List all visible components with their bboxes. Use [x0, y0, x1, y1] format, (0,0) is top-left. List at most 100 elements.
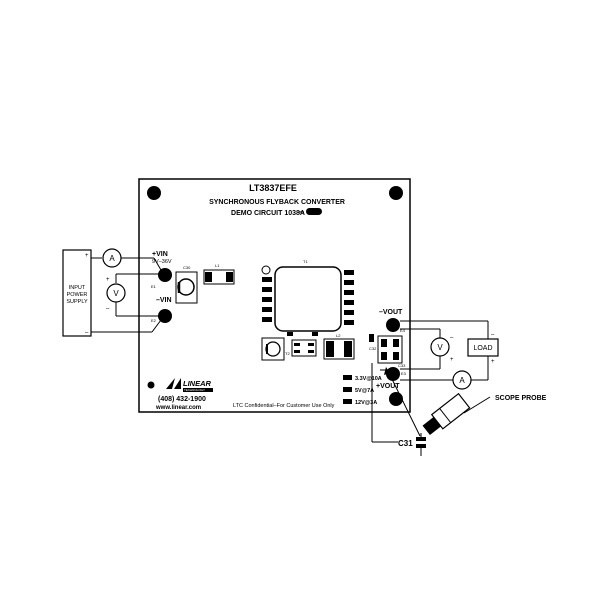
output-option: 5V@7A — [355, 388, 374, 394]
c33-pad — [381, 352, 387, 360]
option-marker — [343, 375, 352, 380]
c6-capacitor — [261, 337, 285, 361]
t2-pad — [308, 343, 314, 346]
output-voltmeter — [430, 337, 450, 357]
l2-pad-left — [326, 341, 334, 357]
neg-vout-terminal — [386, 318, 400, 332]
t1-pin — [344, 310, 354, 315]
output-ammeter — [452, 370, 472, 390]
output-load-plus: + — [491, 359, 495, 365]
wire — [151, 319, 162, 333]
probe-body-ring — [439, 408, 452, 423]
c31-capacitor-top — [416, 437, 426, 441]
scope-probe — [384, 367, 491, 437]
output-voltmeter-plus: + — [450, 357, 454, 363]
e1-label: E1 — [151, 284, 157, 289]
input-voltmeter-symbol: V — [113, 289, 119, 298]
t1-pin — [262, 277, 272, 282]
pos-vout-terminal — [386, 367, 400, 381]
supply-label-line: POWER — [67, 292, 88, 298]
t1-pin — [344, 320, 354, 325]
board-demo-circuit: DEMO CIRCUIT 1038A — [231, 210, 305, 217]
input-voltmeter-minus: – — [106, 306, 110, 312]
logo-text: LINEAR — [183, 379, 212, 388]
t2-pad — [308, 350, 314, 353]
output-load — [467, 338, 499, 357]
output-load-minus: – — [491, 332, 495, 338]
t1-pin — [262, 317, 272, 322]
probe-tip-arrow — [384, 367, 390, 375]
t1-transformer-body — [274, 266, 342, 332]
website: www.linear.com — [155, 405, 201, 411]
e3-label: E3 — [401, 371, 407, 376]
c30-label: C30 — [183, 265, 191, 270]
input-power-supply — [62, 249, 92, 337]
logo-mark — [166, 378, 181, 389]
l2-label: L2 — [336, 333, 341, 338]
board-subtitle: SYNCHRONOUS FLYBACK CONVERTER — [209, 199, 345, 206]
mounting-hole-bottom-right — [389, 392, 403, 406]
t1-pin — [262, 287, 272, 292]
wire — [153, 257, 162, 271]
output-load-label: LOAD — [473, 345, 492, 352]
neg-vin-label: –VIN — [156, 297, 172, 304]
t2-pad — [294, 350, 300, 353]
mounting-hole-top-left — [147, 186, 161, 200]
probe-body — [430, 392, 471, 430]
output-voltmeter-minus: – — [450, 335, 454, 341]
neg-vin-terminal — [158, 309, 172, 323]
t1-pin — [344, 270, 354, 275]
l1-pad-right — [226, 272, 233, 282]
t2-transformer — [291, 339, 317, 357]
c32-pad — [369, 334, 374, 342]
t1-right-pins — [344, 270, 354, 325]
t1-pin — [262, 297, 272, 302]
t1-pin — [262, 307, 272, 312]
input-ammeter — [102, 248, 122, 268]
c33-pad — [393, 352, 399, 360]
l2-pad-right — [344, 341, 352, 357]
vin-terminal — [158, 268, 172, 282]
phone-number: (408) 432-1900 — [158, 396, 206, 403]
e2-label: E2 — [151, 318, 157, 323]
t1-pin1-dot — [261, 265, 271, 275]
supply-plus: + — [85, 253, 89, 259]
c33-label: C33 — [398, 363, 406, 368]
demo-circuit-marker — [306, 208, 322, 215]
t1-pin — [344, 280, 354, 285]
t1-pin — [344, 290, 354, 295]
logo-subtext: TECHNOLOGY — [184, 388, 205, 392]
probe-tip — [387, 370, 421, 437]
board-part-number: LT3837EFE — [249, 183, 297, 193]
pos-vout-label: +VOUT — [376, 383, 400, 390]
t1-bottom-pad — [287, 332, 293, 336]
output-voltmeter-symbol: V — [437, 343, 443, 352]
option-marker — [343, 399, 352, 404]
neg-vout-label: –VOUT — [379, 309, 403, 316]
supply-label-line: SUPPLY — [66, 299, 88, 305]
supply-label-line: INPUT — [69, 285, 86, 291]
logo-underline — [183, 388, 213, 392]
output-wiring — [371, 320, 489, 443]
t1-pin — [344, 300, 354, 305]
linear-technology-logo: LINEAR TECHNOLOGY — [166, 378, 213, 392]
e4-label: E4 — [400, 328, 406, 333]
probe-callout — [463, 396, 491, 414]
option-marker — [343, 387, 352, 392]
supply-minus: – — [85, 330, 89, 336]
c33-pad — [393, 339, 399, 347]
scope-probe-label: SCOPE PROBE — [495, 395, 547, 402]
t2-label: T2 — [285, 351, 290, 356]
input-wiring — [91, 257, 162, 333]
c32-label: C32 — [369, 346, 377, 351]
t2-pad — [294, 343, 300, 346]
output-option: 3.3V@10A — [355, 376, 382, 382]
input-voltmeter-plus: + — [106, 277, 110, 283]
vin-label: +VIN — [152, 251, 168, 258]
c31-label: C31 — [398, 439, 413, 448]
t1-bottom-pad — [312, 332, 318, 336]
confidential-notice: LTC Confidential–For Customer Use Only — [233, 403, 335, 409]
l1-pad-left — [205, 272, 212, 282]
mounting-hole-top-right — [389, 186, 403, 200]
